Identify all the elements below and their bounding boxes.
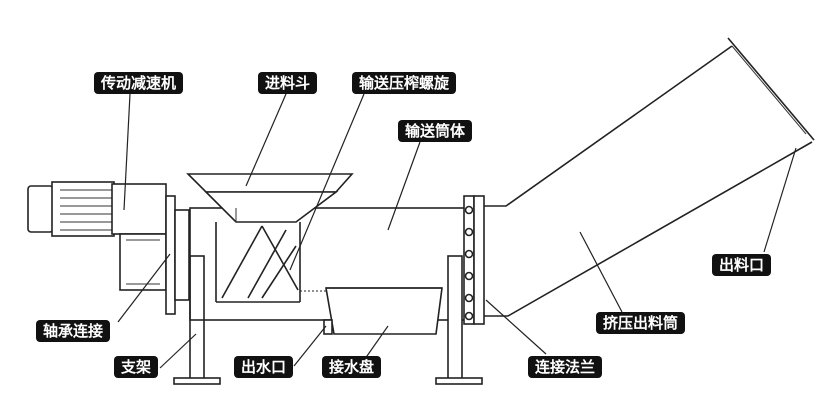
motor-body	[27, 181, 167, 291]
leader-lines	[117, 93, 797, 369]
screw-shape	[215, 222, 301, 303]
label-outlet: 出料口	[712, 254, 772, 276]
label-support: 支架	[114, 356, 159, 378]
label-press-tube: 挤压出料筒	[596, 312, 686, 334]
label-water-outlet: 出水口	[234, 356, 294, 378]
label-hopper: 进料斗	[258, 72, 318, 94]
label-motor: 传动减速机	[94, 72, 184, 94]
label-flange: 连接法兰	[528, 356, 603, 378]
press-tube-shape	[484, 37, 815, 317]
left-support	[173, 255, 221, 385]
hopper-shape	[186, 173, 354, 223]
label-tray: 接水盘	[322, 356, 382, 378]
bearing-housing	[174, 209, 190, 301]
label-cylinder: 输送筒体	[398, 120, 473, 142]
right-support	[435, 255, 483, 385]
bearing-plate	[165, 195, 176, 315]
label-bearing: 轴承连接	[36, 320, 111, 342]
flange-shape	[463, 195, 485, 325]
water-tray-shape	[323, 287, 443, 335]
label-screw: 输送压榨螺旋	[352, 72, 457, 94]
